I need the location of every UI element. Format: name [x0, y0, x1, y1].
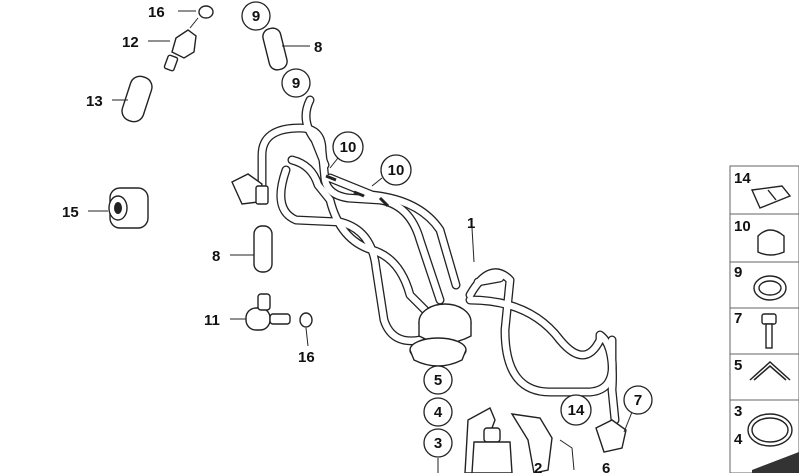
panel-label-9: 9: [734, 264, 742, 281]
clip-part: [510, 413, 553, 473]
callout-10-second: 10: [388, 162, 405, 179]
callout-7: 7: [634, 392, 642, 409]
callout-16-top: 16: [148, 4, 165, 21]
sleeve-part-13: [121, 75, 153, 123]
callout-3: 3: [434, 435, 442, 452]
o-ring-part: [198, 5, 214, 19]
callout-2: 2: [534, 460, 542, 473]
panel-label-3: 3: [734, 403, 742, 420]
callouts: 16 12 13 8 15 8 11 16 1 2 6 9 9 10 10 5 …: [62, 1, 653, 473]
callout-12: 12: [122, 34, 139, 51]
panel-label-14: 14: [734, 170, 751, 187]
callout-13: 13: [86, 93, 103, 110]
callout-14: 14: [568, 402, 585, 419]
callout-1: 1: [467, 215, 475, 232]
callout-8-top: 8: [314, 39, 322, 56]
callout-15: 15: [62, 204, 79, 221]
sleeve-part-8-top: [262, 27, 288, 71]
callout-9-top: 9: [252, 8, 260, 25]
callout-16-bottom: 16: [298, 349, 315, 366]
panel-label-7: 7: [734, 310, 742, 327]
grommet-part: [108, 187, 149, 229]
callout-10-first: 10: [340, 139, 357, 156]
hose-assembly: [231, 95, 627, 453]
callout-11: 11: [204, 312, 220, 329]
bolt-icon: [761, 313, 777, 349]
connector-part: [163, 17, 199, 72]
callout-4: 4: [434, 404, 443, 421]
callout-5: 5: [434, 372, 442, 389]
callout-9-second: 9: [292, 75, 300, 92]
hose-clamp-icon: [757, 229, 785, 256]
panel-label-5: 5: [734, 357, 742, 374]
spring-clip-icon: [749, 360, 791, 381]
callout-8-mid: 8: [212, 248, 220, 265]
callout-6: 6: [602, 460, 610, 473]
sleeve-part-8-mid: [253, 225, 273, 273]
pump-body-part: [471, 427, 513, 473]
clip-icon: [750, 185, 792, 209]
panel-label-4: 4: [734, 431, 743, 448]
elbow-part: [245, 293, 313, 331]
leader-lines: [88, 4, 633, 473]
side-panel: 14 10 9 7 5 3 4: [729, 165, 799, 473]
panel-label-10: 10: [734, 218, 751, 235]
panel-fragment: [752, 452, 799, 473]
